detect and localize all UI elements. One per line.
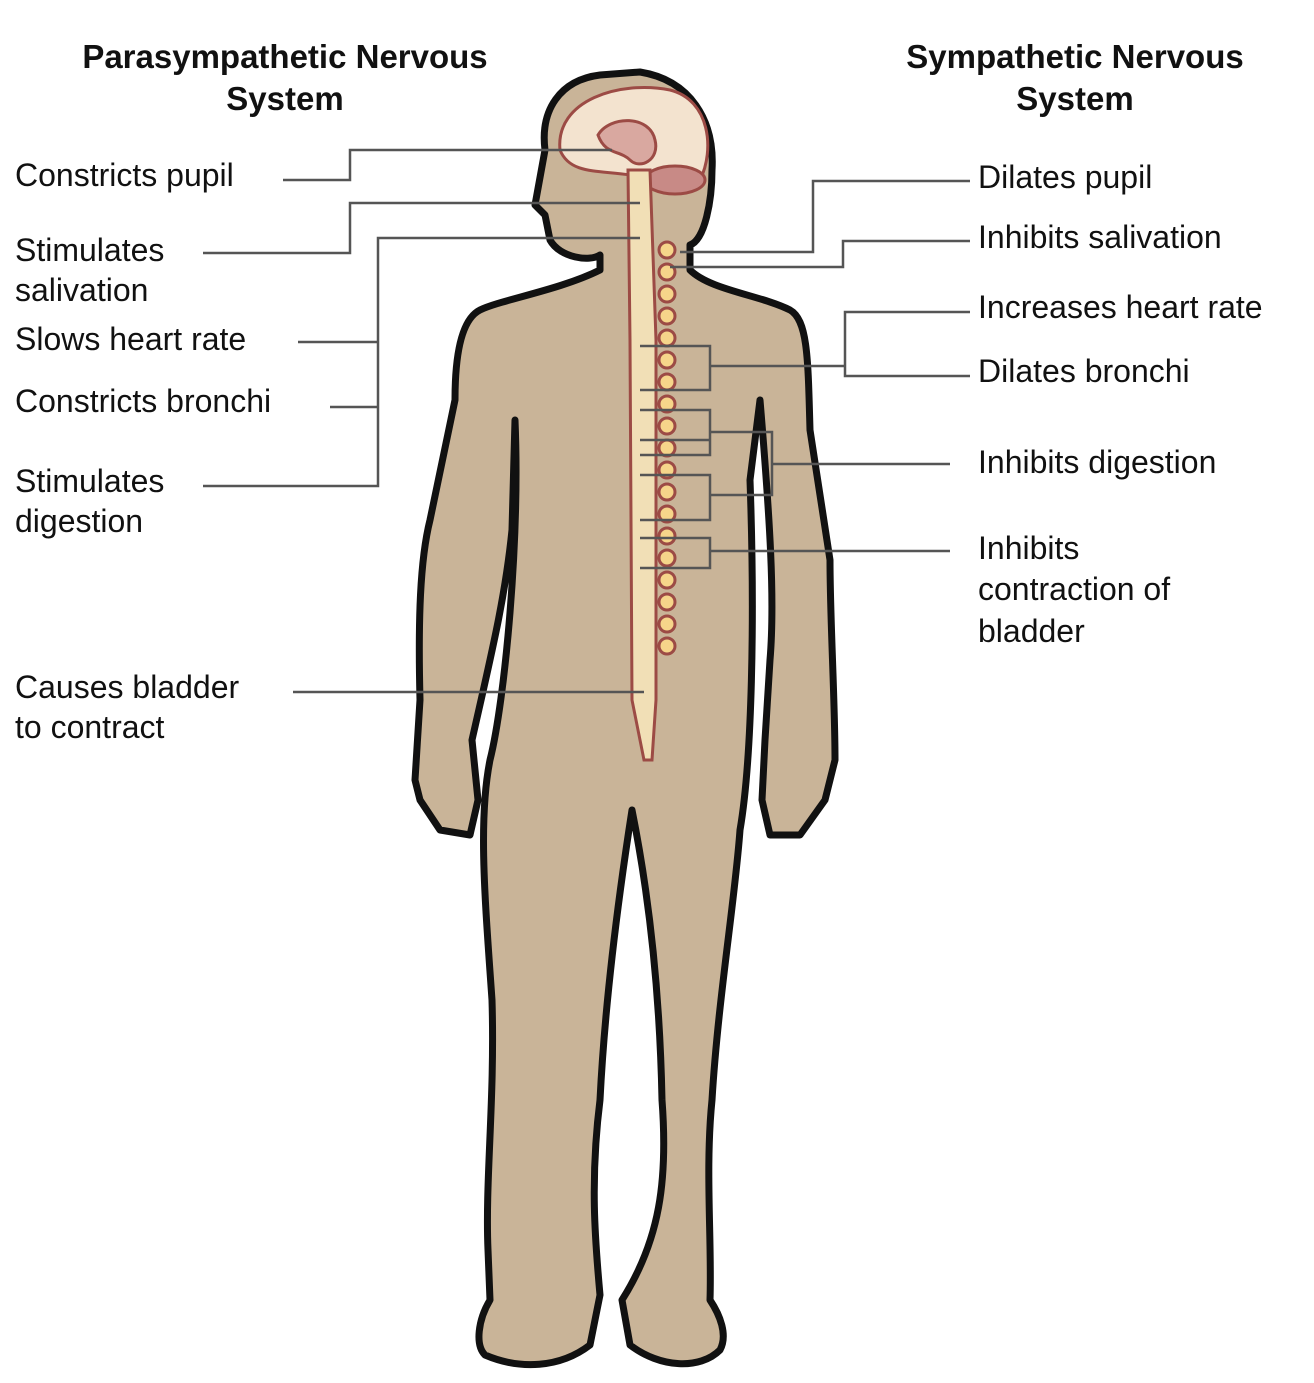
label-increases-heart-rate: Increases heart rate <box>978 289 1263 325</box>
label-stimulates-salivation-1: Stimulates <box>15 232 165 268</box>
label-stimulates-digestion-2: digestion <box>15 503 144 539</box>
label-dilates-bronchi: Dilates bronchi <box>978 353 1190 389</box>
leader-lines <box>203 148 970 694</box>
spinal-cord <box>626 168 658 762</box>
label-bladder-contract-1: Causes bladder <box>15 669 240 705</box>
ganglion <box>657 394 677 414</box>
label-stimulates-digestion-1: Stimulates <box>15 463 165 499</box>
ganglion <box>657 438 677 458</box>
ganglion <box>657 614 677 634</box>
label-inhibits-salivation: Inhibits salivation <box>978 219 1222 255</box>
label-inhibits-bladder-1: Inhibits <box>978 530 1080 566</box>
label-stimulates-salivation-2: salivation <box>15 272 149 308</box>
ganglion <box>657 482 677 502</box>
label-constricts-bronchi: Constricts bronchi <box>15 383 272 419</box>
label-dilates-pupil: Dilates pupil <box>978 159 1153 195</box>
ganglion <box>657 526 677 546</box>
brain <box>558 86 710 196</box>
label-inhibits-bladder-2: contraction of <box>978 571 1171 607</box>
ganglion <box>657 504 677 524</box>
ganglion <box>657 416 677 436</box>
ganglion <box>657 328 677 348</box>
label-bladder-contract-2: to contract <box>15 709 165 745</box>
label-constricts-pupil: Constricts pupil <box>15 157 234 193</box>
ganglion <box>657 240 677 260</box>
label-inhibits-digestion: Inhibits digestion <box>978 444 1217 480</box>
parasympathetic-title: Parasympathetic Nervous System <box>82 38 488 117</box>
ganglion <box>657 570 677 590</box>
ganglion <box>657 636 677 656</box>
sympathetic-title: Sympathetic Nervous System <box>906 38 1244 117</box>
sympathetic-ganglion-chain <box>657 240 677 656</box>
ganglion <box>657 306 677 326</box>
label-slows-heart-rate: Slows heart rate <box>15 321 247 357</box>
body-silhouette <box>411 68 839 1369</box>
ganglion <box>657 548 677 568</box>
ganglion <box>657 372 677 392</box>
ganglion <box>657 284 677 304</box>
ganglion <box>657 592 677 612</box>
ganglion <box>657 350 677 370</box>
label-inhibits-bladder-3: bladder <box>978 613 1085 649</box>
